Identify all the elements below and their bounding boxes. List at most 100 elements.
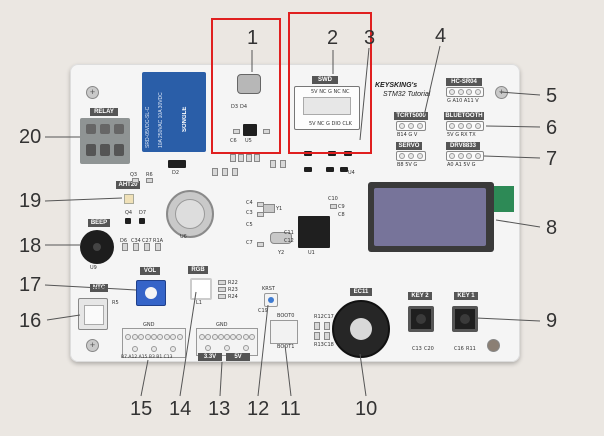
tcrt-header[interactable] (396, 121, 426, 131)
silk-c18: C18 (324, 342, 334, 348)
mounting-screw-top-left: + (86, 86, 99, 99)
callout-5: 5 (546, 85, 558, 107)
smd-part (144, 243, 150, 251)
hcsr04-pins: G A10 A11 V (447, 98, 479, 104)
servo-tag: SERVO (396, 142, 422, 150)
key2-button[interactable] (408, 306, 434, 332)
relay-tag: RELAY (90, 108, 118, 116)
oled-display (368, 182, 494, 252)
drv-header[interactable] (446, 151, 484, 161)
smd-part (212, 168, 218, 176)
aht20-tag: AHT20 (116, 181, 140, 189)
smd-part (238, 154, 244, 162)
smd-part (232, 168, 238, 176)
gnd1-label: GND (143, 322, 155, 328)
relay-terminal-block (80, 118, 130, 164)
key1-button[interactable] (452, 306, 478, 332)
gpio-header-left[interactable] (122, 328, 186, 358)
power-header[interactable] (196, 328, 258, 356)
reset-button[interactable] (264, 293, 278, 307)
silk-c8: C8 (338, 212, 345, 218)
leader-lines (44, 45, 541, 397)
coin-cell-battery (166, 190, 214, 238)
callout-12: 12 (247, 398, 270, 420)
drv-pins: A0 A1 5V G (447, 162, 476, 168)
ec11-tag: EC11 (350, 288, 372, 296)
silk-c9: C9 (338, 204, 345, 210)
silk-u4: U4 (348, 170, 355, 176)
servo-header[interactable] (396, 151, 426, 161)
ntc-connector[interactable] (78, 298, 108, 330)
transistor-part (340, 167, 348, 172)
hcsr04-tag: HC-SR04 (446, 78, 482, 86)
hcsr04-header[interactable] (446, 87, 484, 97)
smd-part (314, 332, 320, 340)
buzzer (80, 230, 114, 264)
aht20-sensor (124, 194, 134, 204)
silk-d2: D2 (172, 170, 180, 176)
callout-10: 10 (355, 398, 378, 420)
callout-9: 9 (546, 310, 558, 332)
silk-c3: C3 (246, 210, 253, 216)
crystal-y1 (263, 204, 275, 213)
silk-r24: R24 (228, 294, 238, 300)
silk-c6: C6 (230, 138, 237, 144)
silk-r6: R6 (146, 172, 153, 178)
silk-c5: C5 (246, 222, 253, 228)
swd-tag: SWD (312, 76, 338, 84)
boot-jumpers[interactable] (270, 320, 298, 344)
silk-c11: C11 (284, 230, 294, 236)
silk-c19: C19 (258, 308, 268, 314)
rotary-encoder-knob[interactable] (332, 300, 390, 358)
smd-part (218, 280, 226, 285)
smd-part (218, 287, 226, 292)
callout-8: 8 (546, 217, 558, 239)
bluetooth-header[interactable] (446, 121, 484, 131)
diode-d2 (168, 160, 186, 168)
smd-part (330, 204, 337, 209)
callout-19: 19 (19, 190, 42, 212)
volume-potentiometer[interactable] (136, 280, 166, 306)
smd-part (246, 154, 252, 162)
smd-part (218, 294, 226, 299)
swd-bottom-pins: 5V NC G DIO CLK (309, 121, 352, 127)
mounting-screw-bottom-left: + (86, 339, 99, 352)
silk-q4: Q4 (125, 210, 133, 216)
transistor-part (304, 167, 312, 172)
swd-top-pins: 5V NC G NC NC (311, 89, 350, 95)
smd-part (263, 129, 270, 134)
rgb-tag: RGB (188, 266, 208, 274)
silk-l1: L1 (196, 300, 202, 306)
smd-part (230, 154, 236, 162)
silk-r22: R22 (228, 280, 238, 286)
callout-13: 13 (208, 398, 231, 420)
silk-u1: U1 (308, 250, 315, 256)
smd-part (280, 160, 286, 168)
smd-part (270, 160, 276, 168)
smd-part (146, 178, 153, 183)
krst-label: KRST (262, 286, 275, 292)
callout-6: 6 (546, 117, 558, 139)
smd-part (133, 243, 139, 251)
silk-c10: C10 (328, 196, 338, 202)
silk-r12: R12 (314, 314, 324, 320)
smd-part (132, 178, 139, 183)
swd-header[interactable]: 5V NC G NC NC 5V NC G DIO CLK (294, 86, 360, 130)
callout-18: 18 (19, 235, 42, 257)
callout-16: 16 (19, 310, 42, 332)
brand-title: KEYSKING's (375, 82, 418, 89)
usb-c-port[interactable] (237, 74, 261, 94)
gnd2-label: GND (216, 322, 228, 328)
silk-d3: D3 (231, 104, 239, 110)
highlight-box-swd (288, 12, 372, 154)
smd-part (222, 168, 228, 176)
mounting-screw-bottom-right (487, 339, 500, 352)
callout-15: 15 (130, 398, 153, 420)
v5-label: 5V (226, 353, 250, 361)
smd-part (122, 243, 128, 251)
brand-subtitle: STM32 Tutorial (383, 91, 431, 98)
silk-c4: C4 (246, 200, 253, 206)
silk-d6: D6 (120, 238, 128, 244)
smd-part (257, 212, 264, 217)
silk-y1: Y1 (276, 206, 283, 212)
